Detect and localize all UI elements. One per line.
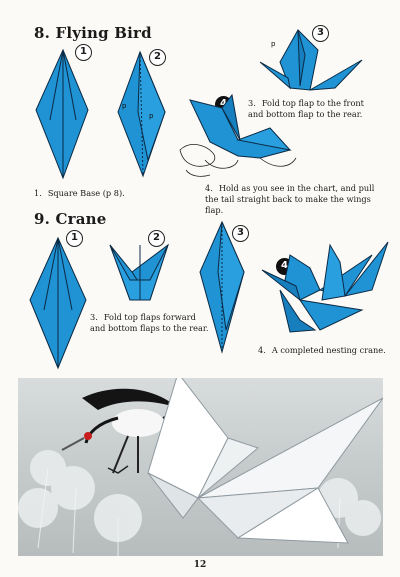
caption-crane-step-3: 3.Fold top flaps forward and bottom flap… — [90, 312, 209, 333]
crane-photo — [18, 378, 383, 556]
step-2-badge: 2 — [149, 49, 166, 66]
step-1-badge: 1 — [66, 230, 83, 247]
step-3-badge: 3 — [312, 25, 329, 42]
section-title-flying-bird: 8. Flying Bird — [34, 24, 152, 42]
caption-flying-bird-step-1: 1.Square Base (p 8). — [34, 188, 125, 198]
section-title-crane: 9. Crane — [34, 210, 107, 228]
fold-label-p: p — [271, 40, 276, 48]
photo-illustration — [18, 378, 383, 556]
caption-flying-bird-step-4: 4.Hold as you see in the chart, and pull… — [205, 183, 375, 215]
step-1-badge: 1 — [75, 44, 92, 61]
caption-crane-step-4: 4.A completed nesting crane. — [258, 345, 386, 355]
step-2-badge: 2 — [148, 230, 165, 247]
caption-flying-bird-step-3: 3.Fold top flap to the front and bottom … — [248, 98, 364, 119]
fold-label-p: p — [122, 102, 127, 110]
page-number: 12 — [193, 560, 207, 570]
step-3-badge: 3 — [232, 225, 249, 242]
fold-label-p: p — [149, 112, 154, 120]
